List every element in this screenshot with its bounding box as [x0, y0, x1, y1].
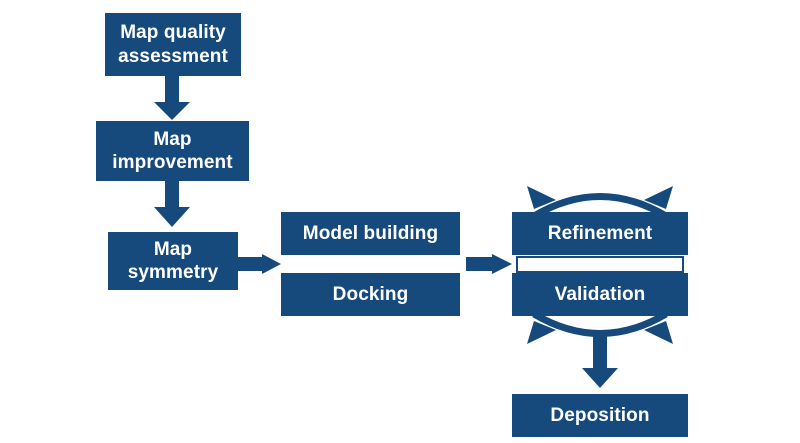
cycle-gap-box — [516, 256, 684, 273]
node-refinement[interactable]: Refinement — [512, 212, 688, 255]
node-model-building[interactable]: Model building — [281, 212, 460, 255]
arrow-symmetry-to-modelbuilding — [238, 254, 281, 274]
node-map-quality-assessment[interactable]: Map quality assessment — [105, 13, 241, 76]
node-map-symmetry[interactable]: Map symmetry — [108, 232, 238, 290]
node-deposition[interactable]: Deposition — [512, 394, 688, 437]
arrow-improvement-to-symmetry — [154, 181, 190, 227]
node-map-improvement[interactable]: Map improvement — [96, 121, 249, 181]
arrow-cycle-to-deposition — [582, 335, 618, 388]
arrow-modelbuilding-to-refinement — [466, 254, 512, 274]
node-docking[interactable]: Docking — [281, 273, 460, 316]
node-validation[interactable]: Validation — [512, 273, 688, 316]
arrow-quality-to-improvement — [154, 76, 190, 120]
arc-validation-refinement-bottom — [527, 310, 673, 344]
